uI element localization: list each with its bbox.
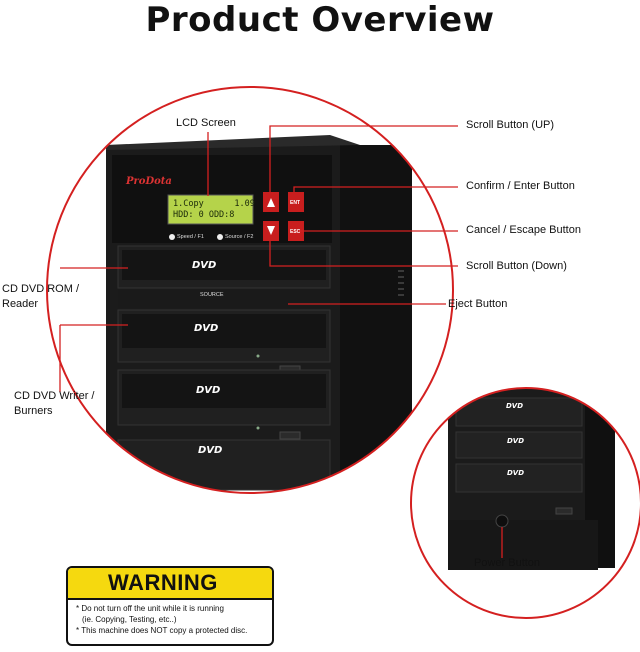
small-magnify-ring — [410, 387, 640, 619]
warning-line: (ie. Copying, Testing, etc..) — [82, 615, 177, 624]
base-unit-view — [411, 388, 640, 618]
arrow-up-icon — [267, 198, 275, 207]
tower-side — [340, 145, 412, 485]
lcd-line-1: 1.Copy 1.09 — [173, 199, 255, 209]
drive-bay-writer-3 — [117, 439, 331, 491]
warning-heading: WARNING — [108, 570, 218, 595]
dvd-logo: DVD — [194, 323, 219, 334]
esc-button-label: ESC — [290, 229, 301, 235]
label-eject: Eject Button — [448, 298, 508, 310]
dvd-logo: DVD — [196, 385, 221, 396]
warning-header: WARNING — [68, 568, 272, 600]
label-lcd-screen: LCD Screen — [176, 117, 236, 129]
source-tag: SOURCE — [200, 292, 224, 298]
page-title: Product Overview — [145, 0, 495, 40]
enter-button[interactable] — [288, 192, 304, 212]
dvd-logo: DVD — [506, 402, 524, 410]
label-confirm-enter: Confirm / Enter Button — [466, 180, 575, 192]
speed-label: Speed / F1 — [177, 234, 204, 240]
arrow-down-icon — [267, 226, 275, 235]
callout-lines — [59, 125, 503, 558]
big-magnify-ring — [46, 86, 454, 494]
lcd-screen — [167, 194, 254, 225]
label-writer-burners: CD DVD Writer / Burners — [14, 390, 95, 417]
dvd-logo: DVD — [507, 437, 525, 445]
source-label: Source / F2 — [225, 234, 254, 240]
ent-button-label: ENT — [290, 200, 300, 206]
lcd-line-2: HDD: 0 ODD:8 — [173, 210, 235, 220]
label-scroll-down: Scroll Button (Down) — [466, 260, 567, 272]
warning-box: WARNING * Do not turn off the unit while… — [66, 566, 274, 646]
warning-line: * This machine does NOT copy a protected… — [76, 626, 248, 635]
label-scroll-up: Scroll Button (UP) — [466, 119, 555, 131]
brand-logo: ProDota — [126, 176, 172, 187]
dvd-logo: DVD — [192, 260, 217, 271]
side-vents — [398, 270, 404, 296]
power-button[interactable] — [495, 514, 509, 528]
drive-bay-writer-1 — [117, 309, 331, 374]
dvd-logo: DVD — [198, 445, 223, 456]
label-cancel-escape: Cancel / Escape Button — [466, 224, 581, 236]
main-unit-view — [47, 87, 453, 493]
source-button[interactable] — [217, 234, 223, 240]
label-cd-rom-reader: CD DVD ROM / Reader — [2, 283, 79, 310]
warning-line: * Do not turn off the unit while it is r… — [76, 604, 224, 613]
escape-button[interactable] — [288, 221, 304, 241]
drive-bay-writer-2 — [117, 369, 331, 440]
speed-button[interactable] — [169, 234, 175, 240]
label-power: Power Button — [474, 557, 541, 569]
drive-bay-reader — [117, 245, 331, 306]
dvd-logo: DVD — [507, 469, 525, 477]
